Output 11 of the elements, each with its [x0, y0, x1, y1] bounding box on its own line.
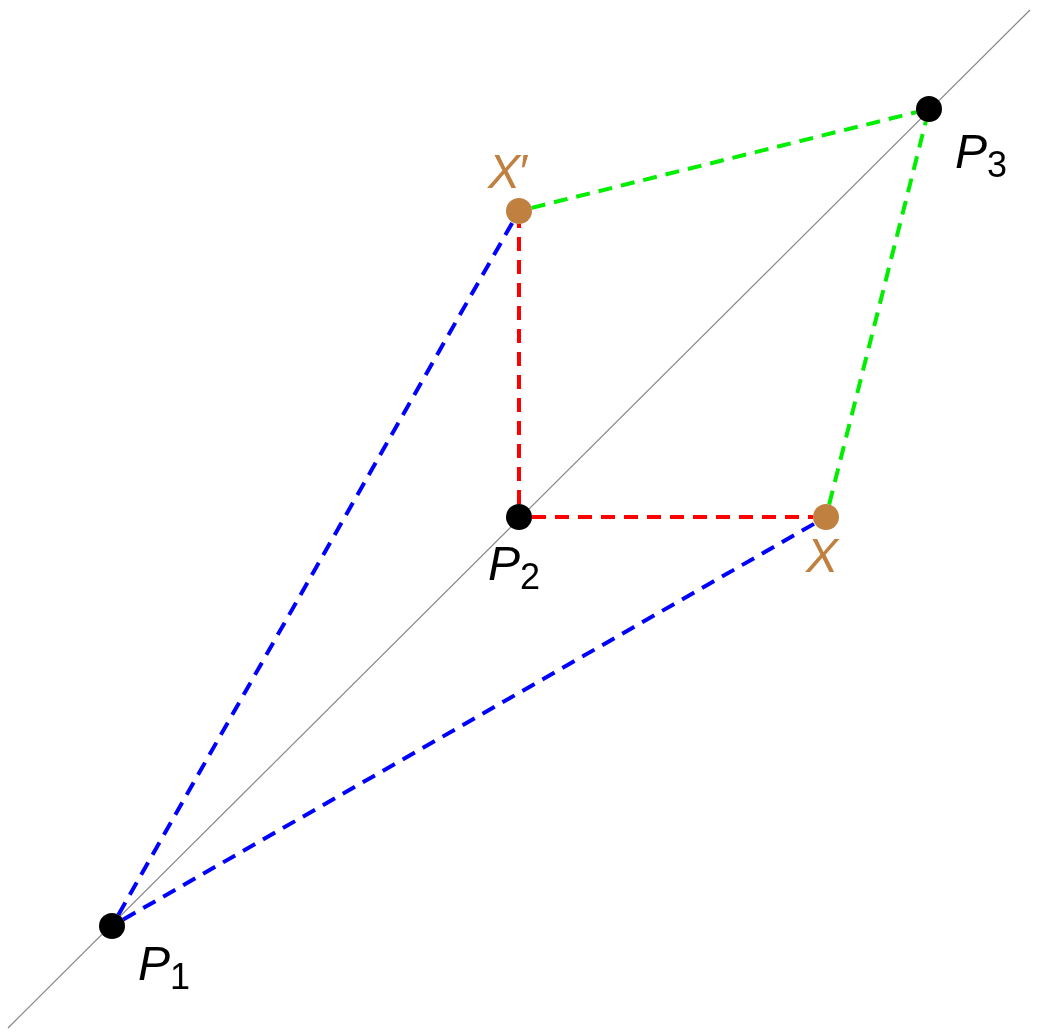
dashed-line [116, 221, 515, 916]
point-label: X′ [488, 148, 529, 196]
dashed-line [827, 121, 928, 505]
point-label: P$_{2}$ [488, 540, 541, 588]
dashed-line [122, 521, 816, 922]
dashed-line [531, 110, 917, 210]
point-label: X [806, 532, 838, 580]
point-label: P$_{3}$ [955, 128, 1008, 176]
point-label: P$_{1}$ [138, 940, 191, 988]
dashed-line [532, 515, 813, 519]
dashed-line [517, 224, 521, 504]
